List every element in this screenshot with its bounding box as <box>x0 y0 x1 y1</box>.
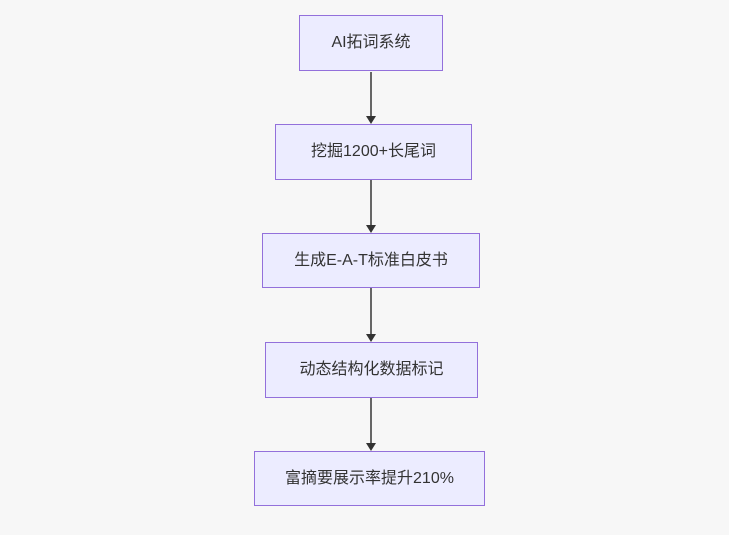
edge-line <box>370 180 372 225</box>
edge-line <box>370 398 372 443</box>
arrowhead-down-icon <box>366 334 376 342</box>
flow-node-label: 挖掘1200+长尾词 <box>311 143 436 160</box>
edge-line <box>370 72 372 116</box>
flow-node-label: 富摘要展示率提升210% <box>285 469 454 487</box>
arrowhead-down-icon <box>366 443 376 451</box>
arrowhead-down-icon <box>366 225 376 233</box>
flow-node-ai-keyword-system: AI拓词系统 <box>299 15 443 71</box>
flow-node-structured-data-markup: 动态结构化数据标记 <box>265 342 478 398</box>
flow-node-longtail-mining: 挖掘1200+长尾词 <box>275 124 472 180</box>
flow-node-label: AI拓词系统 <box>331 34 411 51</box>
flow-node-label: 动态结构化数据标记 <box>299 361 444 378</box>
flow-node-eat-whitepaper: 生成E-A-T标准白皮书 <box>262 233 480 288</box>
flow-node-rich-snippet-uplift: 富摘要展示率提升210% <box>254 451 485 506</box>
flow-node-label: 生成E-A-T标准白皮书 <box>294 251 448 269</box>
arrowhead-down-icon <box>366 116 376 124</box>
edge-line <box>370 288 372 334</box>
